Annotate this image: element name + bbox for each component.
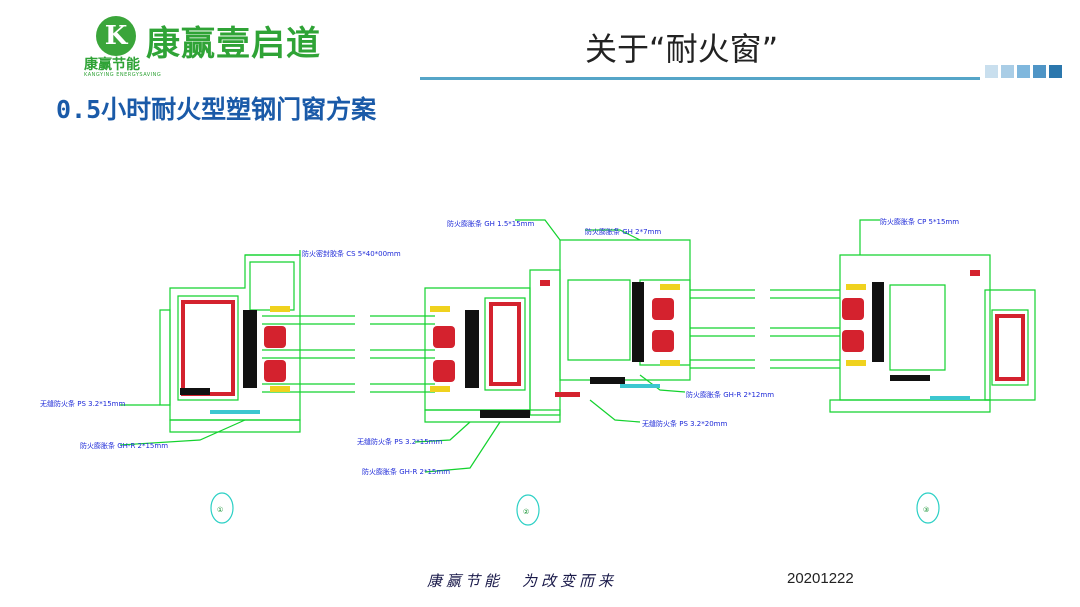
- footer-date: 20201222: [787, 570, 854, 587]
- section-mark-3: ③: [923, 506, 929, 514]
- logo-subtitle: 康赢节能: [84, 57, 140, 73]
- logo-mark-icon: K: [96, 16, 136, 56]
- decorative-squares: [985, 63, 1065, 82]
- page-title: 关于“耐火窗”: [585, 30, 779, 68]
- label-top-mid-1: 防火膨胀条 GH 1.5*15mm: [447, 219, 534, 228]
- label-right-2: 无缝防火条 PS 3.2*20mm: [642, 419, 727, 428]
- logo-brand-text: 康赢壹启道: [146, 24, 321, 64]
- label-top-left: 防火密封胶条 CS 5*40*00mm: [302, 249, 401, 258]
- square-4: [1033, 65, 1046, 78]
- label-mid-2: 防火膨胀条 GH-R 2*15mm: [362, 467, 450, 476]
- label-top-right: 防火膨胀条 CP 5*15mm: [880, 217, 959, 226]
- label-left-1: 无缝防火条 PS 3.2*15mm: [40, 399, 125, 408]
- square-5: [1049, 65, 1062, 78]
- label-mid-1: 无缝防火条 PS 3.2*15mm: [357, 437, 442, 446]
- section-mark-1: ①: [217, 506, 223, 514]
- section-title: 0.5小时耐火型塑钢门窗方案: [56, 95, 377, 124]
- window-section-drawing: ① ② ③ 防火密封胶条 CS 5*40*00mm 防火膨胀条 GH 1.5*1…: [40, 217, 1036, 526]
- section-marker-1: [210, 492, 234, 524]
- label-right-1: 防火膨胀条 GH-R 2*12mm: [686, 390, 774, 399]
- header-divider: [420, 77, 980, 80]
- logo-mark-letter: K: [104, 21, 128, 51]
- label-top-mid-2: 防火膨胀条 GH 2*7mm: [585, 227, 661, 236]
- label-left-2: 防火膨胀条 GH-R 2*15mm: [80, 441, 168, 450]
- square-3: [1017, 65, 1030, 78]
- footer-slogan: 康赢节能 为改变而来: [427, 572, 618, 590]
- logo-english: KANGYING ENERGYSAVING: [84, 72, 162, 78]
- company-logo: K 康赢壹启道 康赢节能 KANGYING ENERGYSAVING: [84, 10, 350, 80]
- section-marker-2: [516, 494, 540, 526]
- section-marker-3: [916, 492, 940, 524]
- square-2: [1001, 65, 1014, 78]
- section-mark-2: ②: [523, 508, 529, 516]
- square-1: [985, 65, 998, 78]
